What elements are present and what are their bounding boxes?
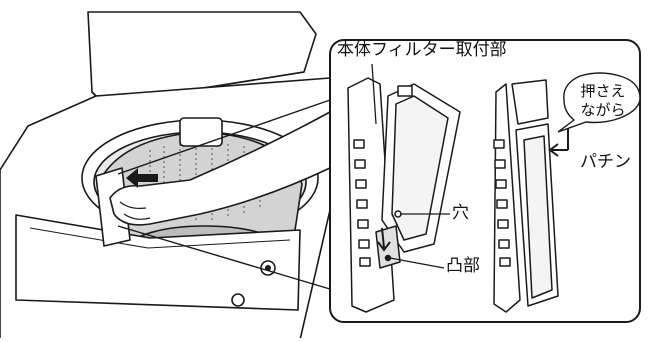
mount-top-bracket-right	[511, 79, 549, 125]
filter-mount-right	[493, 79, 559, 313]
boss-label: 凸部	[446, 256, 480, 276]
down-arrow-icon	[377, 227, 391, 252]
press-arrow-icon	[548, 128, 569, 157]
click-label: パチン	[580, 152, 631, 172]
bubble-line-1: 押さえ	[580, 82, 626, 100]
mount-slots-left	[353, 139, 371, 267]
mount-slots-right	[493, 139, 511, 267]
callout-connectors	[117, 99, 341, 293]
bubble-text: 押さえ ながら	[568, 82, 638, 120]
speech-bubble	[557, 72, 641, 133]
hole-label: 穴	[452, 203, 469, 223]
mount-boss	[384, 254, 392, 262]
balancer	[179, 117, 223, 147]
filter-mount-left	[347, 77, 461, 313]
bubble-line-2: ながら	[580, 101, 626, 119]
callout-leaders	[371, 63, 450, 269]
push-arrow-icon	[126, 168, 158, 188]
power-button-icon	[231, 293, 245, 307]
filter-clip-left	[397, 85, 413, 97]
washing-machine	[0, 11, 331, 341]
filter-mount-title: 本体フィルター取付部	[337, 40, 507, 60]
